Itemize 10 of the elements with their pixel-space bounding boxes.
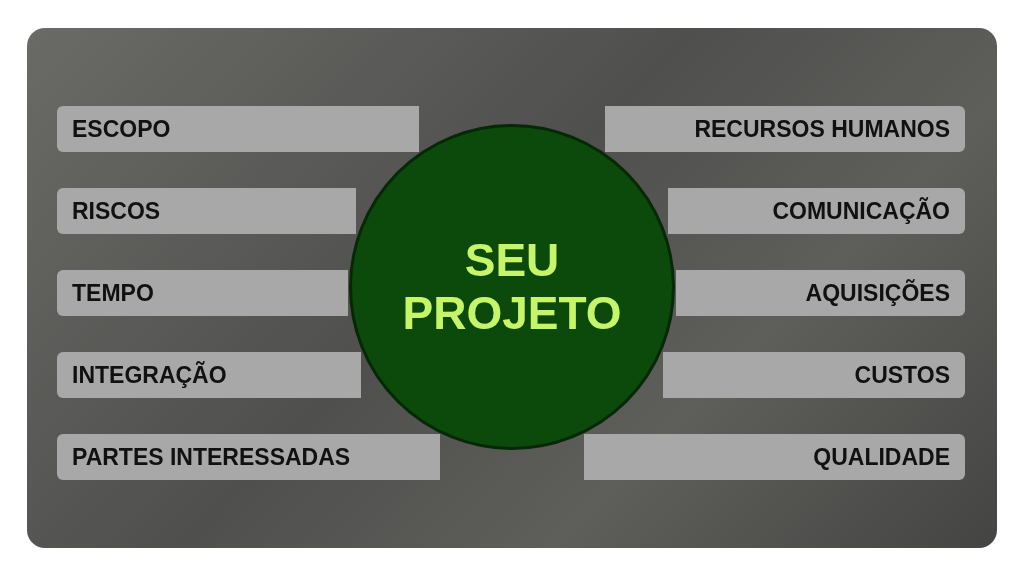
label-bar: INTEGRAÇÃO [57,352,361,398]
label-bar: COMUNICAÇÃO [668,188,965,234]
label-bar: QUALIDADE [584,434,965,480]
label-bar: ESCOPO [57,106,419,152]
label-bar: RECURSOS HUMANOS [605,106,965,152]
label-bar: RISCOS [57,188,356,234]
label-bar: CUSTOS [663,352,965,398]
label-bar: AQUISIÇÕES [676,270,965,316]
label-bar: PARTES INTERESSADAS [57,434,440,480]
label-bar: TEMPO [57,270,348,316]
